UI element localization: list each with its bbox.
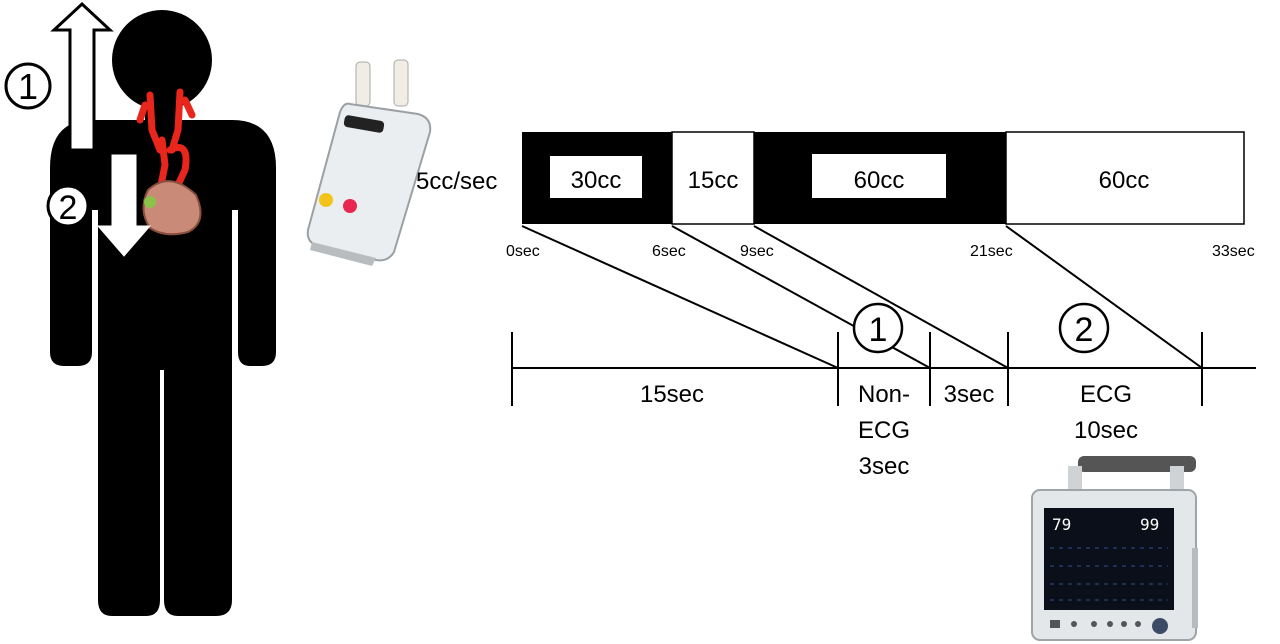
tick-33sec: 33sec [1212,243,1255,260]
segment-3-box [812,154,946,198]
arrow-down-2 [96,154,152,257]
phase-1-label: 15sec [640,381,704,408]
phase-4-line-1: ECG [1080,381,1132,408]
phase-2-line-3: 3sec [859,453,910,480]
head [112,10,212,110]
segment-1-label: 30cc [571,167,622,194]
monitor-left-value: 79 [1052,515,1071,534]
time-ticks: 0sec 6sec 9sec 21sec 33sec [506,243,1255,260]
phase-2-line-2: ECG [858,417,910,444]
rate-label: 5cc/sec [416,168,497,195]
monitor-right-value: 99 [1140,515,1159,534]
svg-text:2: 2 [59,189,78,227]
phase-3-label: 3sec [944,381,995,408]
svg-text:2: 2 [1075,311,1094,349]
patient-monitor: 79 99 [1031,456,1198,641]
arrow-label-2: 2 [46,184,90,228]
svg-text:1: 1 [869,311,888,349]
heart-organ [142,180,202,236]
segment-4-label: 60cc [1099,167,1150,194]
tick-6sec: 6sec [652,243,686,260]
phase-4-line-2: 10sec [1074,417,1138,444]
monitor-handle [1078,456,1196,472]
torso [50,120,276,616]
phase-labels: 15sec Non- ECG 3sec 3sec ECG 10sec [640,381,1138,480]
tick-0sec: 0sec [506,243,540,260]
segment-2-label: 15cc [688,167,739,194]
arrow-up-1 [50,1,114,152]
marker-1: 1 [852,302,904,354]
injector-device [306,59,432,266]
arrow-label-1: 1 [4,62,52,110]
timeline [511,332,1256,406]
phase-2-line-1: Non- [858,381,910,408]
marker-2: 2 [1058,302,1110,354]
tick-9sec: 9sec [740,243,774,260]
svg-text:1: 1 [18,66,38,107]
segment-4 [1005,131,1245,225]
tick-21sec: 21sec [970,243,1013,260]
injection-bar: 30cc 15cc 60cc 60cc [522,131,1245,225]
segment-1-box [550,156,642,198]
monitor-screen [1044,508,1174,610]
human-figure [50,10,276,616]
segment-3-label: 60cc [854,167,905,194]
heart-highlight [144,196,156,208]
